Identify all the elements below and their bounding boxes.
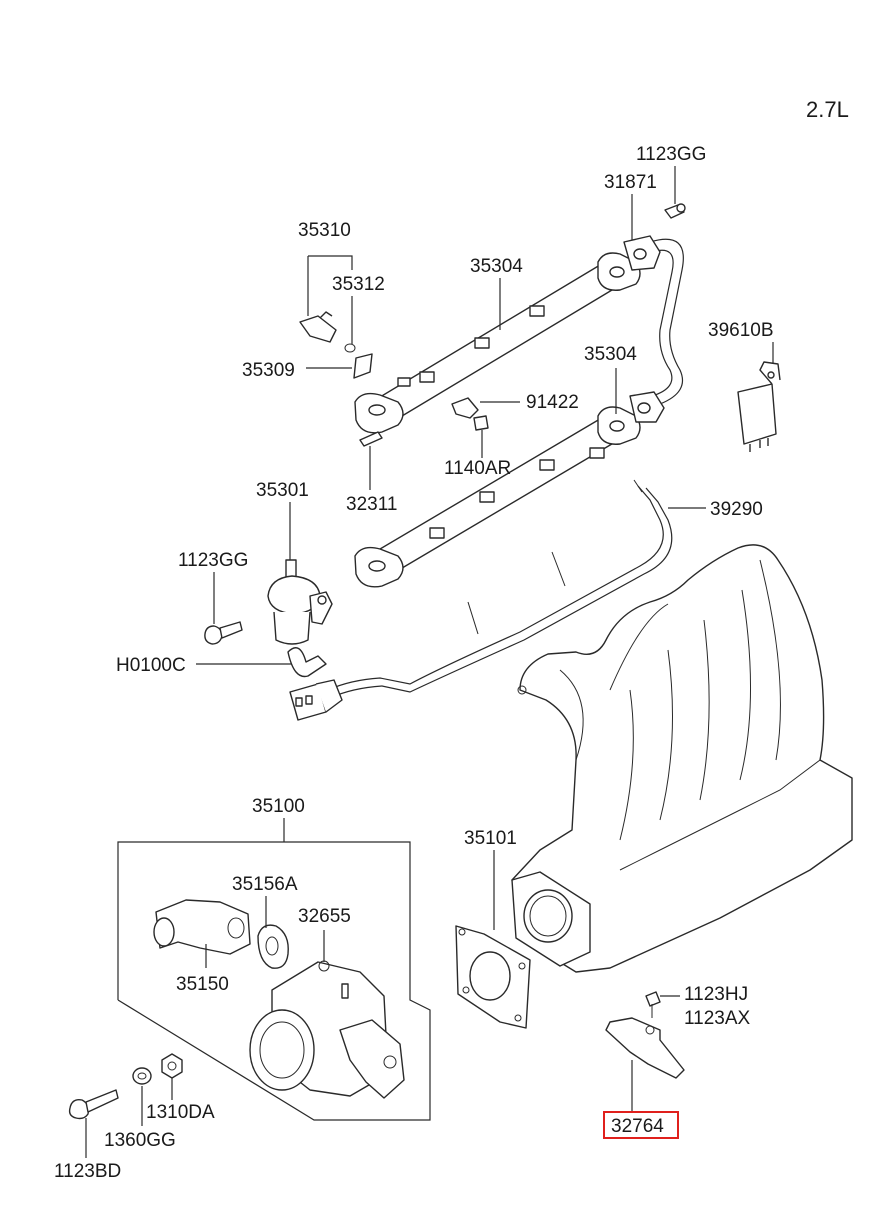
callout-1123ax[interactable]: 1123AX [684, 1008, 751, 1029]
callout-1140ar[interactable]: 1140AR [444, 458, 511, 479]
pressure-regulator [267, 559, 333, 645]
relay-39610b [737, 361, 781, 452]
throttle-body-32655 [249, 960, 405, 1099]
callout-35156a[interactable]: 35156A [232, 874, 298, 895]
callout-35310[interactable]: 35310 [298, 220, 351, 241]
callout-35304-upper[interactable]: 35304 [470, 256, 523, 277]
callout-31871[interactable]: 31871 [604, 172, 657, 193]
bolt-1123gg-top [664, 203, 686, 219]
callout-32655[interactable]: 32655 [298, 906, 351, 927]
fuel-injector [299, 311, 373, 379]
hose-h0100c [287, 647, 327, 678]
bolt-1123gg-left [204, 621, 243, 645]
callout-1123gg-top[interactable]: 1123GG [636, 144, 706, 165]
crossover-pipe [623, 235, 684, 423]
highlight-box-32764 [603, 1111, 679, 1139]
fasteners-throttle [68, 1053, 183, 1120]
callout-35101[interactable]: 35101 [464, 828, 517, 849]
callout-labels: 1123GG 31871 35310 35312 35304 39610B 35… [54, 144, 774, 1182]
callout-91422[interactable]: 91422 [526, 392, 579, 413]
callout-35304-lower[interactable]: 35304 [584, 344, 637, 365]
idle-actuator-35150 [153, 899, 251, 955]
fuel-rail-lower [354, 406, 641, 588]
callout-39290[interactable]: 39290 [710, 499, 763, 520]
callout-35301[interactable]: 35301 [256, 480, 309, 501]
bracket-91422 [451, 397, 489, 431]
bracket-32764 [605, 991, 685, 1079]
callout-1123bd[interactable]: 1123BD [54, 1161, 121, 1182]
callout-1310da[interactable]: 1310DA [146, 1102, 215, 1123]
callout-32764[interactable]: 32764 [611, 1116, 664, 1137]
callout-h0100c[interactable]: H0100C [116, 655, 186, 676]
callout-1360gg[interactable]: 1360GG [104, 1130, 176, 1151]
callout-35312[interactable]: 35312 [332, 274, 385, 295]
callout-39610b[interactable]: 39610B [708, 320, 774, 341]
callout-1123gg-left[interactable]: 1123GG [178, 550, 248, 571]
callout-35150[interactable]: 35150 [176, 974, 229, 995]
engine-label: 2.7L [806, 97, 849, 122]
assembly-box-35100 [117, 841, 431, 1121]
callout-32311[interactable]: 32311 [346, 494, 397, 515]
fuel-rail-upper [354, 252, 641, 434]
intake-manifold [511, 544, 853, 973]
wiring-harness-39290 [289, 479, 673, 721]
gasket-35101 [455, 925, 531, 1029]
leader-lines [85, 166, 774, 1158]
stud-32311 [359, 431, 383, 447]
callout-1123hj[interactable]: 1123HJ [684, 984, 748, 1005]
callout-35100[interactable]: 35100 [252, 796, 305, 817]
callout-35309[interactable]: 35309 [242, 360, 295, 381]
gasket-35156a [257, 924, 289, 969]
